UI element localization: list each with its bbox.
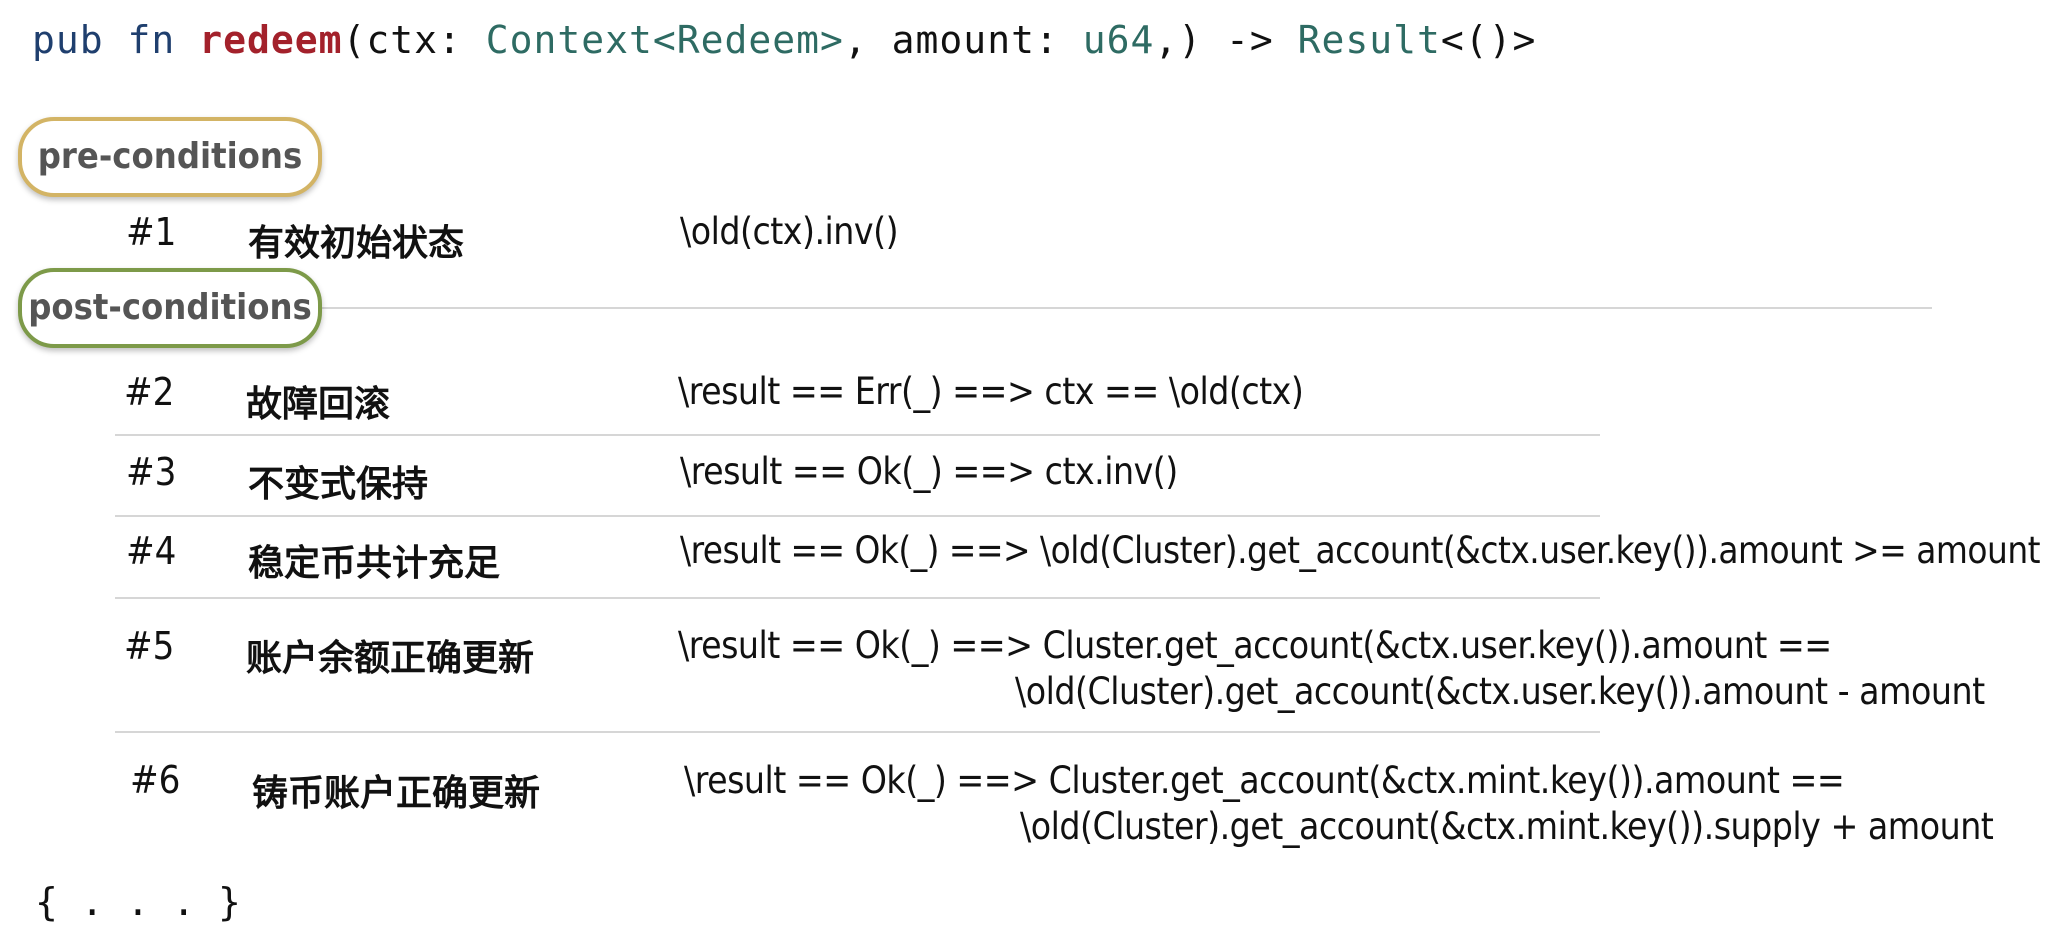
param-amount: , amount: <box>843 18 1083 62</box>
condition-spec: \result == Ok(_) ==> \old(Cluster).get_a… <box>680 529 2041 572</box>
amount-type: u64 <box>1082 18 1155 62</box>
param-ctx: (ctx: <box>342 18 486 62</box>
function-signature: pub fn redeem(ctx: Context<Redeem>, amou… <box>32 18 1536 62</box>
post-conditions-divider <box>300 307 1932 309</box>
row-divider <box>115 515 1600 517</box>
function-name: redeem <box>199 18 343 62</box>
condition-number: #6 <box>130 758 181 802</box>
row-divider <box>115 731 1600 733</box>
condition-name: 有效初始状态 <box>248 222 465 263</box>
function-body-placeholder: { . . . } <box>35 880 241 924</box>
condition-number: #1 <box>126 210 177 254</box>
keyword-fn: fn <box>127 18 176 62</box>
condition-number: #2 <box>124 370 175 414</box>
keyword-pub: pub <box>32 18 104 62</box>
condition-number: #3 <box>126 450 177 494</box>
row-divider <box>115 434 1600 436</box>
return-type: Result <box>1297 18 1441 62</box>
condition-name: 铸币账户正确更新 <box>252 772 541 813</box>
condition-name: 不变式保持 <box>248 463 429 504</box>
return-type-generic: <()> <box>1440 18 1537 62</box>
condition-number: #4 <box>126 529 177 573</box>
ctx-type: Context<Redeem> <box>485 18 844 62</box>
condition-spec-continuation: \old(Cluster).get_account(&ctx.user.key(… <box>1015 670 1985 713</box>
pre-conditions-badge: pre-conditions <box>18 117 322 197</box>
condition-name: 故障回滚 <box>246 383 391 424</box>
condition-spec: \result == Err(_) ==> ctx == \old(ctx) <box>678 370 1304 413</box>
signature-arrow: ,) -> <box>1154 18 1298 62</box>
condition-name: 稳定币共计充足 <box>248 542 501 583</box>
condition-number: #5 <box>124 624 175 668</box>
row-divider <box>115 597 1600 599</box>
condition-spec: \result == Ok(_) ==> Cluster.get_account… <box>678 624 1832 667</box>
condition-spec: \old(ctx).inv() <box>680 210 899 253</box>
condition-spec: \result == Ok(_) ==> Cluster.get_account… <box>684 759 1845 802</box>
condition-spec-continuation: \old(Cluster).get_account(&ctx.mint.key(… <box>1020 805 1994 848</box>
post-conditions-badge: post-conditions <box>18 268 322 348</box>
condition-name: 账户余额正确更新 <box>246 637 535 678</box>
condition-spec: \result == Ok(_) ==> ctx.inv() <box>680 450 1178 493</box>
